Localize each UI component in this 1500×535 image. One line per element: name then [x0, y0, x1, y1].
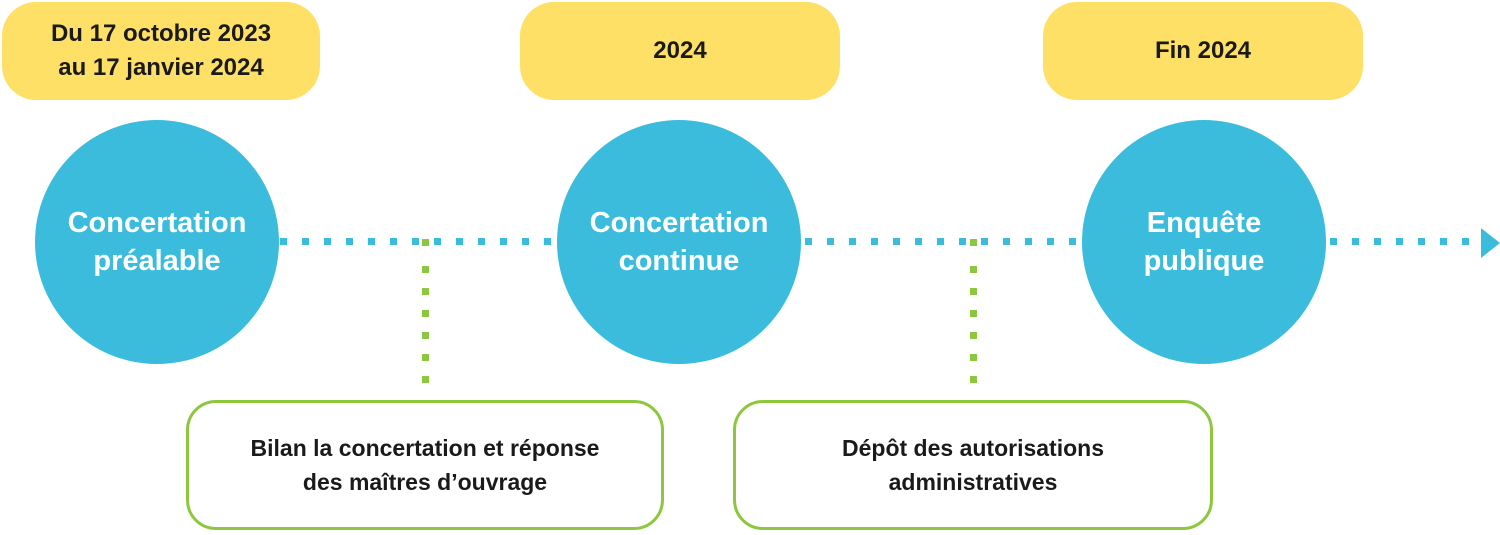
connector-dot — [970, 266, 977, 273]
stage-2-date: 2024 — [520, 2, 840, 100]
timeline-line — [280, 238, 1469, 245]
timeline-dot — [1025, 238, 1032, 245]
timeline-dot — [1047, 238, 1054, 245]
connector-dot — [970, 288, 977, 295]
timeline-dot — [434, 238, 441, 245]
stage-2-title-line-1: Concertation — [589, 207, 769, 239]
connector-dot — [422, 239, 429, 246]
timeline-dot — [324, 238, 331, 245]
connector-dot — [970, 354, 977, 361]
timeline-dot — [544, 238, 551, 245]
connector-dot — [970, 310, 977, 317]
stage-2-date-line-1: 2024 — [653, 37, 707, 64]
timeline-dot — [412, 238, 419, 245]
outcome-1-line-1: Bilan la concertation et réponse — [250, 435, 600, 461]
stage-1-date-line-1: Du 17 octobre 2023 — [50, 20, 272, 47]
timeline-dot — [346, 238, 353, 245]
outcome-2-line-2: administratives — [888, 469, 1058, 495]
timeline-dot — [937, 238, 944, 245]
connector-dot — [970, 239, 977, 246]
connector-dot — [422, 310, 429, 317]
timeline-dot — [981, 238, 988, 245]
outcome-2-box: Dépôt des autorisations administratives — [733, 400, 1213, 530]
stage-2-title-line-2: continue — [618, 245, 740, 277]
outcome-1-box: Bilan la concertation et réponse des maî… — [186, 400, 664, 530]
timeline-dot — [871, 238, 878, 245]
timeline-dot — [1418, 238, 1425, 245]
outcome-connectors — [422, 239, 977, 383]
timeline-dot — [1352, 238, 1359, 245]
stage-3-circle: Enquête publique — [1082, 120, 1326, 364]
stage-2-circle: Concertation continue — [557, 120, 801, 364]
timeline-dot — [456, 238, 463, 245]
connector-dot — [422, 376, 429, 383]
stage-3-title-line-2: publique — [1143, 245, 1265, 277]
timeline-dot — [368, 238, 375, 245]
timeline-dot — [959, 238, 966, 245]
timeline-dot — [500, 238, 507, 245]
stage-3-date: Fin 2024 — [1043, 2, 1363, 100]
connector-dot — [422, 332, 429, 339]
connector-dot — [422, 288, 429, 295]
stage-3-date-line-1: Fin 2024 — [1154, 37, 1252, 64]
timeline-dot — [827, 238, 834, 245]
stage-1-title-line-2: préalable — [93, 245, 221, 277]
timeline-dot — [390, 238, 397, 245]
stage-1-title-line-1: Concertation — [67, 207, 247, 239]
stage-1-circle: Concertation préalable — [35, 120, 279, 364]
timeline-dot — [1003, 238, 1010, 245]
connector-dot — [422, 354, 429, 361]
timeline-dot — [893, 238, 900, 245]
stage-1-date: Du 17 octobre 2023 au 17 janvier 2024 — [2, 2, 320, 100]
timeline-dot — [478, 238, 485, 245]
connector-dot — [970, 332, 977, 339]
timeline-dot — [1069, 238, 1076, 245]
connector-dot — [422, 266, 429, 273]
timeline-dot — [1462, 238, 1469, 245]
timeline-dot — [1440, 238, 1447, 245]
timeline-dot — [1374, 238, 1381, 245]
stage-3-title-line-1: Enquête — [1146, 207, 1262, 239]
timeline-arrow-icon — [1481, 228, 1500, 258]
outcome-2-line-1: Dépôt des autorisations — [842, 435, 1104, 461]
timeline-dot — [280, 238, 287, 245]
timeline-dot — [915, 238, 922, 245]
timeline-dot — [1396, 238, 1403, 245]
stage-1-date-line-2: au 17 janvier 2024 — [58, 54, 264, 81]
outcome-1-line-2: des maîtres d’ouvrage — [302, 469, 548, 495]
timeline-dot — [1330, 238, 1337, 245]
timeline-dot — [302, 238, 309, 245]
connector-dot — [970, 376, 977, 383]
timeline-dot — [805, 238, 812, 245]
timeline-dot — [522, 238, 529, 245]
timeline-dot — [849, 238, 856, 245]
